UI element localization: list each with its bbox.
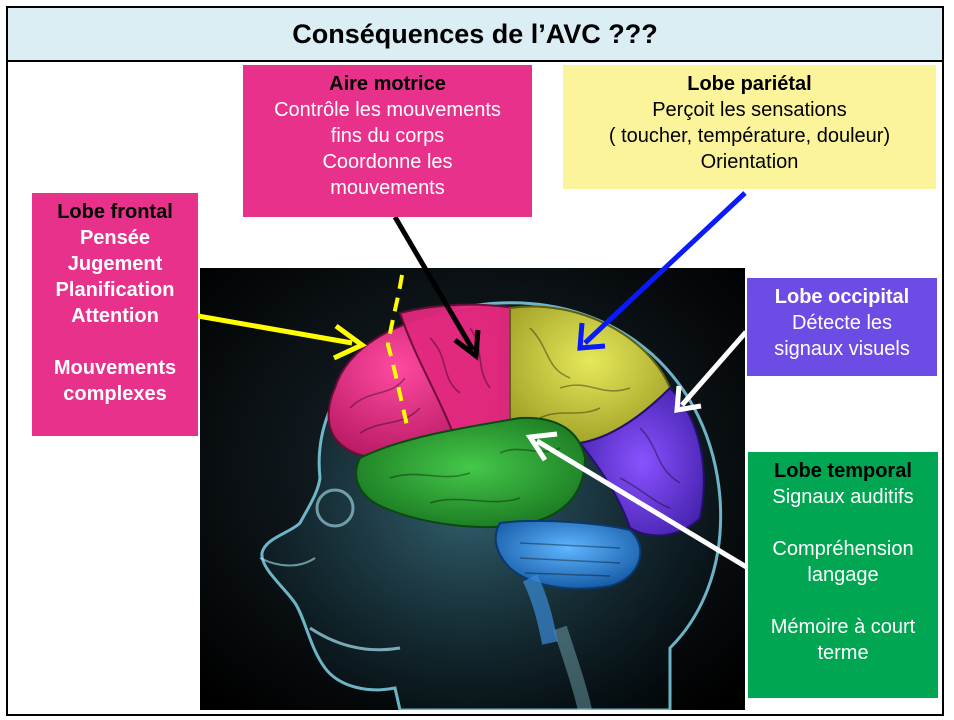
temporal-lobe-box: Lobe temporal Signaux auditifs Compréhen… [748, 452, 938, 698]
frontal-lobe-heading: Lobe frontal [57, 201, 173, 223]
parietal-lobe-line: ( toucher, température, douleur) [608, 125, 891, 147]
parietal-lobe-line: Perçoit les sensations [652, 99, 847, 121]
frontal-lobe-line: Mouvements [53, 357, 177, 379]
occipital-lobe-line: signaux visuels [774, 338, 910, 360]
motor-area-line: Coordonne les [322, 151, 453, 173]
frontal-lobe-box: Lobe frontal Pensée Jugement Planificati… [32, 193, 198, 436]
parietal-lobe-line: Orientation [700, 151, 799, 173]
parietal-lobe-box: Lobe pariétal Perçoit les sensations ( t… [563, 65, 936, 189]
occipital-lobe-heading: Lobe occipital [774, 286, 910, 308]
frontal-lobe-line: Jugement [67, 253, 163, 275]
frontal-lobe-spacer [32, 329, 198, 355]
temporal-lobe-spacer [748, 510, 938, 536]
temporal-lobe-line: Compréhension [772, 538, 914, 560]
frontal-lobe-line: Attention [71, 305, 159, 327]
motor-area-box: Aire motrice Contrôle les mouvements fin… [243, 65, 532, 217]
parietal-lobe-heading: Lobe pariétal [687, 73, 812, 95]
temporal-lobe-line: Signaux auditifs [772, 486, 914, 508]
slide-title: Conséquences de l’AVC ??? [292, 18, 658, 49]
brain-illustration [200, 268, 745, 710]
temporal-lobe-line: langage [807, 564, 879, 586]
frontal-lobe-line: Planification [55, 279, 175, 301]
motor-area-line: fins du corps [330, 125, 445, 147]
temporal-lobe-heading: Lobe temporal [774, 460, 912, 482]
temporal-lobe-line: terme [817, 642, 869, 664]
occipital-lobe-box: Lobe occipital Détecte les signaux visue… [747, 278, 937, 376]
frontal-lobe-line: complexes [63, 383, 167, 405]
temporal-lobe-line: Mémoire à court [770, 616, 916, 638]
occipital-lobe-line: Détecte les [791, 312, 893, 334]
motor-area-line: mouvements [330, 177, 445, 199]
title-bar: Conséquences de l’AVC ??? [6, 6, 944, 62]
motor-area-line: Contrôle les mouvements [274, 99, 501, 121]
temporal-lobe-spacer [748, 588, 938, 614]
motor-area-heading: Aire motrice [329, 73, 446, 95]
frontal-lobe-line: Pensée [79, 227, 151, 249]
